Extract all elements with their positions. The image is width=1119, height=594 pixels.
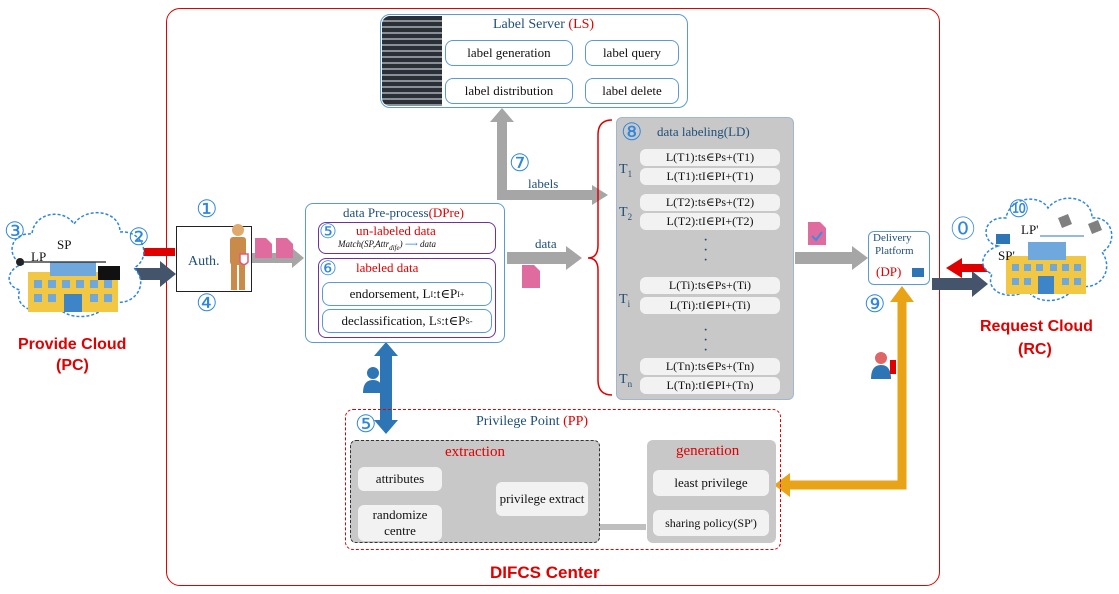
t1-label: T1 <box>619 162 633 179</box>
step-4: ④ <box>196 291 218 317</box>
step-2: ② <box>128 225 150 251</box>
ld-row: L(Tn):ts∈Ps+(Tn) <box>640 358 780 375</box>
step-7: ⑦ <box>509 151 531 177</box>
arrow-delivery-to-rc <box>932 271 988 297</box>
step-9: ⑨ <box>864 292 886 318</box>
arrow-preprocess-to-labeling <box>507 246 582 270</box>
label-distribution-button[interactable]: label distribution <box>445 78 573 104</box>
difcs-center-title: DIFCS Center <box>490 563 600 582</box>
ld-row: L(Tn):tI∈PI+(Tn) <box>640 377 780 394</box>
person-icon <box>230 224 249 290</box>
user-icon-right <box>871 352 896 379</box>
request-cloud-shape <box>982 197 1113 302</box>
randomize-centre-item: randomize centre <box>358 505 442 541</box>
labeled-data-label: labeled data <box>356 260 419 275</box>
arrow-labels <box>490 108 608 205</box>
unlabeled-data-label: un-labeled data <box>356 223 436 238</box>
t2-label: T2 <box>619 205 633 222</box>
attributes-item: attributes <box>358 467 442 491</box>
arrow-dp-generation <box>790 300 907 490</box>
request-cloud-name: Request Cloud <box>980 318 1093 335</box>
rc-lp-label: LP' <box>1020 222 1040 238</box>
pc-lp-label: LP <box>31 249 47 264</box>
unlabeled-data-box <box>318 222 496 254</box>
data-arrow-label: data <box>535 236 557 251</box>
step-0: ⓪ <box>951 217 975 243</box>
step-8: ⑧ <box>621 120 643 146</box>
ld-row: L(T2):tI∈PI+(T2) <box>640 213 780 230</box>
auth-label: Auth. <box>188 254 220 269</box>
user-icon-left <box>363 367 383 393</box>
delivery-abbr: (DP) <box>876 264 902 279</box>
label-query-button[interactable]: label query <box>585 40 679 66</box>
arrow-labeling-to-delivery <box>795 246 868 270</box>
arrow-step0 <box>946 258 1000 278</box>
ld-row: L(T1):tI∈PI+(T1) <box>640 168 780 185</box>
provide-cloud-name: Provide Cloud <box>18 336 127 353</box>
delivery-line1: Delivery <box>873 232 912 244</box>
step-1: ① <box>196 197 218 223</box>
label-generation-button[interactable]: label generation <box>445 40 573 66</box>
privilege-point-title: Privilege Point (PP) <box>476 414 589 429</box>
step-3: ③ <box>4 219 26 245</box>
step-5a: ⑤ <box>319 221 337 243</box>
request-cloud-abbr: (RC) <box>1018 341 1052 358</box>
delivery-line2: Platform <box>875 245 914 257</box>
generation-title: generation <box>676 443 740 459</box>
extraction-title: extraction <box>445 444 505 460</box>
step-5b: ⑤ <box>355 412 377 438</box>
provide-cloud-abbr: (PC) <box>56 357 89 374</box>
difcs-center-frame <box>166 8 940 586</box>
step-10: ⑩ <box>1008 197 1030 223</box>
ld-row: L(T2):ts∈Ps+(T2) <box>640 194 780 211</box>
ld-row: L(Ti):ts∈Ps+(Ti) <box>640 277 780 294</box>
ld-ellipsis-2: ··· <box>703 322 709 359</box>
provide-cloud-shape <box>8 211 145 318</box>
label-delete-button[interactable]: label delete <box>585 78 679 104</box>
labeling-bracket <box>587 119 613 396</box>
pc-sp-label: SP <box>57 237 72 252</box>
ti-label: Ti <box>619 292 631 309</box>
sharing-policy-item: sharing policy(SP') <box>653 510 769 536</box>
match-formula: Match(SP,Attrdife) ⟶ data <box>338 239 436 252</box>
step-6: ⑥ <box>319 258 337 280</box>
server-rack-icon <box>382 16 442 106</box>
tn-label: Tn <box>619 372 633 389</box>
data-labeling-title: data labeling(LD) <box>657 124 750 139</box>
rc-sp-label: SP' <box>998 248 1015 263</box>
preprocess-title: data Pre-process(DPre) <box>343 205 464 220</box>
arrow-step4 <box>122 261 176 287</box>
label-server-title: Label Server (LS) <box>493 17 595 32</box>
privilege-extract-item: privilege extract <box>496 482 588 516</box>
privilege-point-frame <box>345 409 781 550</box>
arrow-preprocess-pp <box>374 342 398 434</box>
delivery-device-icon <box>912 268 924 277</box>
ld-ellipsis-1: ··· <box>703 232 709 269</box>
ld-row: L(Ti):tI∈PI+(Ti) <box>640 297 780 314</box>
labels-arrow-label: labels <box>528 176 559 191</box>
ld-row: L(T1):ts∈Ps+(T1) <box>640 149 780 166</box>
least-privilege-item: least privilege <box>653 470 769 496</box>
